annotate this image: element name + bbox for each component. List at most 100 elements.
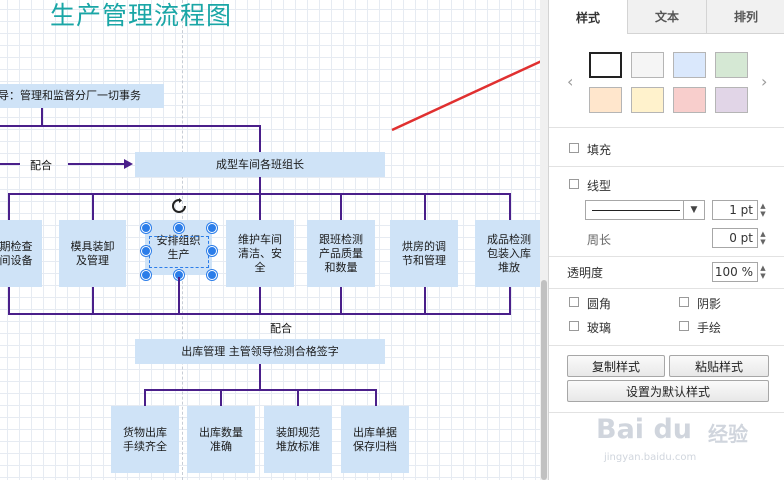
connector[interactable] [144,389,377,391]
connector[interactable] [509,193,511,220]
set-default-style-button[interactable]: 设置为默认样式 [567,380,769,402]
outbound-task-box[interactable]: 装卸规范 堆放标准 [264,406,332,473]
style-swatch[interactable] [589,87,622,113]
resize-handle[interactable] [207,246,217,256]
style-swatch[interactable] [589,52,622,78]
connector[interactable] [92,287,94,314]
task-box[interactable]: 跟班检测 产品质量 和数量 [307,220,375,287]
connector[interactable] [297,389,299,407]
copy-style-button[interactable]: 复制样式 [567,355,665,377]
connector[interactable] [0,125,260,127]
canvas-scrollbar[interactable] [540,0,548,480]
task-box[interactable]: 成品检测 包装入库 堆放 [475,220,540,287]
outbound-task-box[interactable]: 出库单据 保存归档 [341,406,409,473]
diagram-title[interactable]: 生产管理流程图 [50,1,233,30]
arrow-head [124,159,133,169]
outbound-task-label: 货物出库 手续齐全 [123,425,167,453]
opacity-stepper[interactable]: ▲▼ [760,264,766,280]
line-pattern-preview [592,210,680,211]
format-panel: 样式 文本 排列 ‹ › 填充 线型 ▼ 1 pt ▲▼ 周长 0 pt ▲▼ … [548,0,784,480]
outbound-task-box[interactable]: 出库数量 准确 [187,406,255,473]
line-label: 线型 [587,179,612,193]
opacity-input[interactable]: 100 % [712,262,758,282]
team-leader-box[interactable]: 成型车间各班组长 [135,152,385,177]
top-manager-box[interactable]: 导：管理和监督分厂一切事务 [0,84,164,108]
connector[interactable] [375,389,377,407]
connector[interactable] [8,313,511,315]
connector[interactable] [92,193,94,220]
rotate-icon[interactable] [171,198,187,214]
connector[interactable] [509,287,511,314]
connector[interactable] [259,177,261,194]
connector[interactable] [259,193,261,220]
glass-checkbox[interactable] [569,321,579,331]
coop-label[interactable]: 配合 [30,159,52,172]
watermark-url: jingyan.baidu.com [604,452,697,463]
connector[interactable] [8,287,10,314]
resize-handle[interactable] [207,223,217,233]
task-box[interactable]: 烘房的调 节和管理 [390,220,458,287]
resize-handle[interactable] [207,270,217,280]
task-box[interactable]: 维护车间 清洁、安 全 [226,220,294,287]
line-width-stepper[interactable]: ▲▼ [760,202,766,218]
tab-style[interactable]: 样式 [549,0,627,34]
shadow-label: 阴影 [697,297,722,311]
task-box[interactable]: 期检查 间设备 [0,220,42,287]
perimeter-stepper[interactable]: ▲▼ [760,230,766,246]
resize-handle[interactable] [174,223,184,233]
line-pattern-select[interactable]: ▼ [585,200,705,220]
divider [549,288,784,289]
perimeter-input[interactable]: 0 pt [712,228,758,248]
connector[interactable] [259,125,261,152]
connector[interactable] [0,163,20,165]
outbound-task-label: 出库单据 保存归档 [353,425,397,453]
task-box[interactable]: 模具装卸 及管理 [59,220,126,287]
resize-handle[interactable] [141,270,151,280]
resize-handle[interactable] [141,223,151,233]
fill-checkbox[interactable] [569,143,579,153]
resize-handle[interactable] [141,246,151,256]
opacity-label: 透明度 [567,266,604,280]
connector[interactable] [424,193,426,220]
style-swatch[interactable] [631,52,664,78]
outbound-task-box[interactable]: 货物出库 手续齐全 [111,406,179,473]
connector[interactable] [178,277,180,314]
chevron-left-icon[interactable]: ‹ [567,72,574,91]
rounded-label: 圆角 [587,297,612,311]
sketch-checkbox[interactable] [679,321,689,331]
connector[interactable] [340,193,342,220]
coop-label[interactable]: 配合 [270,322,292,335]
style-swatch[interactable] [673,52,706,78]
glass-label: 玻璃 [587,321,612,335]
shadow-checkbox[interactable] [679,297,689,307]
style-swatch[interactable] [631,87,664,113]
tab-text[interactable]: 文本 [627,0,706,34]
connector[interactable] [340,287,342,314]
coop-arrow[interactable] [68,163,126,165]
task-box-label: 模具装卸 及管理 [70,239,115,267]
outbound-box-label: 出库管理 主管领导检测合格签字 [181,344,339,358]
connector[interactable] [144,389,146,407]
connector[interactable] [220,389,222,407]
scrollbar-thumb[interactable] [541,280,547,480]
connector[interactable] [8,193,10,220]
line-width-input[interactable]: 1 pt [712,200,758,220]
connector[interactable] [424,287,426,314]
tab-arrange[interactable]: 排列 [706,0,784,34]
paste-style-button[interactable]: 粘贴样式 [669,355,769,377]
connector[interactable] [259,287,261,314]
diagram-canvas[interactable]: 生产管理流程图 导：管理和监督分厂一切事务 配合 成型车间各班组长 期检查 间设… [0,0,540,480]
style-swatch[interactable] [715,52,748,78]
divider [549,256,784,257]
rounded-checkbox[interactable] [569,297,579,307]
outbound-task-label: 出库数量 准确 [199,425,243,453]
chevron-right-icon[interactable]: › [761,72,768,91]
chevron-down-icon[interactable]: ▼ [683,201,704,219]
top-manager-box-label: 导：管理和监督分厂一切事务 [0,89,141,102]
line-checkbox[interactable] [569,179,579,189]
style-swatch[interactable] [673,87,706,113]
style-swatch[interactable] [715,87,748,113]
connector[interactable] [41,108,43,126]
outbound-box[interactable]: 出库管理 主管领导检测合格签字 [135,339,385,364]
connector[interactable] [259,364,261,390]
